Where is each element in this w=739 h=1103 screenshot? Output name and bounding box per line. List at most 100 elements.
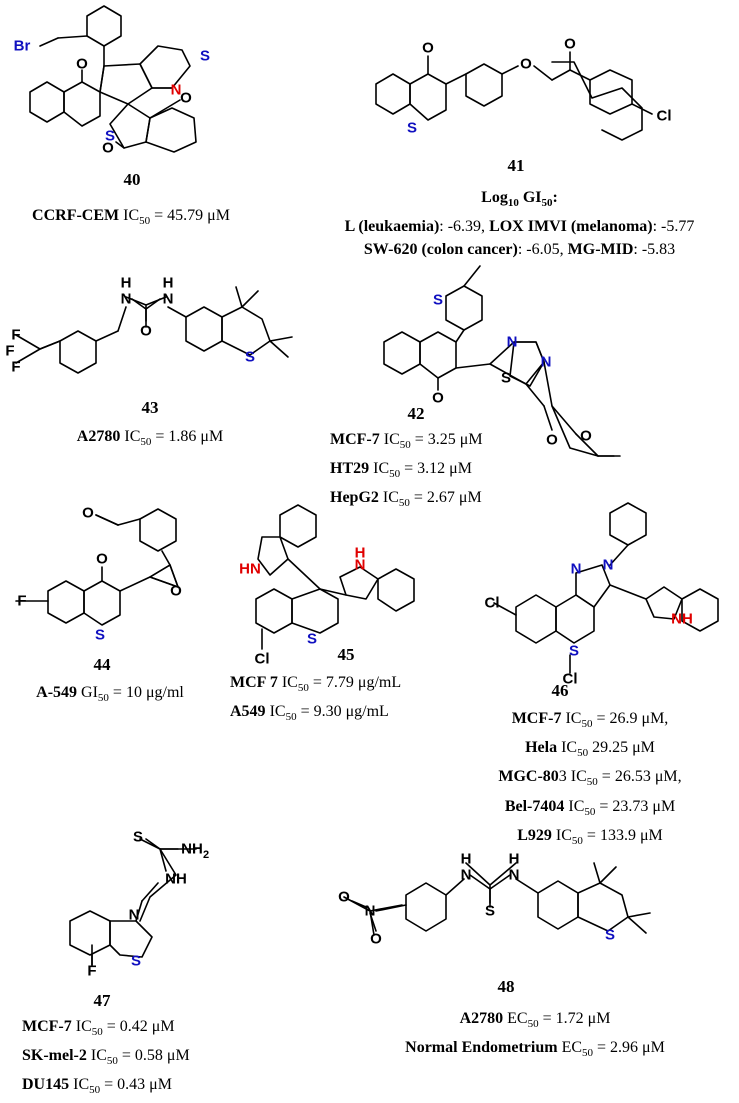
- compound-number-45: 45: [326, 645, 366, 665]
- atom-n2: N: [509, 867, 520, 884]
- atom-s2: S: [605, 927, 615, 944]
- atom-n2: N: [355, 557, 366, 574]
- atom-nh2-sub: 2: [203, 849, 209, 861]
- structure-43: F F F N H N H O S: [0, 265, 330, 450]
- atom-s1: S: [133, 829, 143, 846]
- compound-46: N N Cl Cl S NH 46 MCF-7 IC50 = 26.9 μM, …: [460, 495, 739, 825]
- atom-n2: N: [163, 291, 174, 308]
- atom-o3: O: [170, 583, 182, 600]
- atom-o1: O: [82, 505, 94, 522]
- atom-nh2: NH: [181, 841, 203, 858]
- activity-header: Log10 GI50:: [300, 186, 739, 215]
- activity-44: A-549 GI50 = 10 μg/ml: [0, 681, 220, 710]
- atom-h1: H: [121, 275, 132, 292]
- activity-line: MGC-803 IC50 = 26.53 μM,: [460, 765, 720, 794]
- atom-f1: F: [11, 327, 20, 344]
- atom-o3: O: [580, 428, 592, 445]
- compound-41: O O O S Cl 41 Log10 GI50: L (leukaemia):…: [300, 0, 739, 260]
- activity-line: A2780 EC50 = 1.72 μM: [360, 1007, 710, 1036]
- atom-s2: S: [131, 953, 141, 970]
- activity-line: SK-mel-2 IC50 = 0.58 μM: [22, 1044, 272, 1073]
- activity-43: A2780 IC50 = 1.86 μM: [40, 425, 260, 454]
- compound-number-40: 40: [112, 170, 152, 190]
- activity-line: MCF-7 IC50 = 0.42 μM: [22, 1015, 272, 1044]
- atom-n: N: [365, 903, 376, 920]
- atom-s1: S: [200, 48, 210, 65]
- activity-line: DU145 IC50 = 0.43 μM: [22, 1073, 272, 1102]
- compound-number-43: 43: [130, 398, 170, 418]
- activity-line: Normal Endometrium EC50 = 2.96 μM: [360, 1036, 710, 1065]
- structure-44: F O O O S: [0, 495, 230, 635]
- compound-number-46: 46: [540, 681, 580, 701]
- atom-nh: NH: [165, 871, 187, 888]
- compound-number-47: 47: [82, 991, 122, 1011]
- activity-40: CCRF-CEM IC50 = 45.79 μM: [16, 204, 246, 233]
- compound-40: Br S N S O O O 40 CCRF-CEM IC50 = 45.79 …: [0, 0, 300, 240]
- compound-42: S N N S O O O 42 MCF-7 IC50 = 3.25 μM HT…: [330, 260, 739, 495]
- activity-46: MCF-7 IC50 = 26.9 μM, Hela IC50 29.25 μM…: [460, 707, 720, 853]
- activity-line: MCF-7 IC50 = 3.25 μM: [330, 428, 520, 457]
- atom-f: F: [17, 593, 26, 610]
- compound-number-44: 44: [82, 655, 122, 675]
- atom-h1: H: [461, 851, 472, 868]
- activity-line: MCF-7 IC50 = 26.9 μM,: [460, 707, 720, 736]
- atom-s: S: [245, 349, 255, 366]
- compound-45: HN H N S Cl 45 MCF 7 IC50 = 7.79 μg/mL A…: [230, 495, 460, 765]
- activity-47: MCF-7 IC50 = 0.42 μM SK-mel-2 IC50 = 0.5…: [22, 1015, 272, 1103]
- atom-hn1: HN: [239, 561, 261, 578]
- compound-number-42: 42: [396, 404, 436, 424]
- activity-line: SW-620 (colon cancer): -6.05, MG-MID: -5…: [300, 238, 739, 261]
- atom-s2: S: [501, 370, 511, 387]
- atom-nh: NH: [671, 611, 693, 628]
- atom-n1: N: [571, 561, 582, 578]
- atom-s1: S: [433, 292, 443, 309]
- atom-cl: Cl: [255, 651, 270, 668]
- activity-45: MCF 7 IC50 = 7.79 μg/mL A549 IC50 = 9.30…: [230, 671, 440, 729]
- atom-s: S: [307, 631, 317, 648]
- compound-number-41: 41: [496, 156, 536, 176]
- structure-48: O N O H N H N S S: [330, 845, 739, 1005]
- structure-46: N N Cl Cl S NH: [460, 495, 739, 695]
- atom-o3: O: [564, 36, 576, 53]
- atom-o3: O: [102, 140, 114, 157]
- compound-44: F O O O S 44 A-549 GI50 = 10 μg/ml: [0, 495, 230, 635]
- activity-line: HT29 IC50 = 3.12 μM: [330, 457, 520, 486]
- compound-47: S NH 2 NH N S F 47 MCF-7 IC50 = 0.42 μM …: [0, 825, 300, 1091]
- compound-48: O N O H N H N S S 48 A2780 EC50 = 1.72 μ…: [330, 845, 739, 1075]
- activity-line: A-549 GI50 = 10 μg/ml: [0, 681, 220, 710]
- atom-o1: O: [422, 40, 434, 57]
- atom-h2: H: [509, 851, 520, 868]
- atom-o1: O: [338, 889, 350, 906]
- atom-br: Br: [14, 38, 31, 55]
- atom-f3: F: [11, 359, 20, 376]
- activity-line: A549 IC50 = 9.30 μg/mL: [230, 700, 440, 729]
- activity-line: Hela IC50 29.25 μM: [460, 736, 720, 765]
- atom-n1: N: [507, 334, 518, 351]
- atom-f: F: [87, 963, 96, 980]
- atom-n1: N: [121, 291, 132, 308]
- atom-n: N: [129, 907, 140, 924]
- structure-47: S NH 2 NH N S F: [0, 825, 300, 1025]
- activity-line: CCRF-CEM IC50 = 45.79 μM: [16, 204, 246, 233]
- activity-line: L (leukaemia): -6.39, LOX IMVI (melanoma…: [300, 215, 739, 238]
- atom-s: S: [569, 643, 579, 660]
- activity-48: A2780 EC50 = 1.72 μM Normal Endometrium …: [360, 1007, 710, 1065]
- atom-o2: O: [520, 56, 532, 73]
- atom-o2: O: [180, 90, 192, 107]
- atom-n1: N: [461, 867, 472, 884]
- atom-o: O: [140, 323, 152, 340]
- compound-43: F F F N H N H O S 43 A2780 IC50 = 1.86 μ…: [0, 265, 330, 450]
- atom-n2: N: [603, 557, 614, 574]
- atom-n2: N: [541, 354, 552, 371]
- atom-o2: O: [96, 551, 108, 568]
- atom-h2: H: [163, 275, 174, 292]
- atom-o2: O: [546, 432, 558, 449]
- activity-line: Bel-7404 IC50 = 23.73 μM: [460, 795, 720, 824]
- activity-line: A2780 IC50 = 1.86 μM: [40, 425, 260, 454]
- activity-41: Log10 GI50: L (leukaemia): -6.39, LOX IM…: [300, 186, 739, 261]
- atom-f2: F: [5, 343, 14, 360]
- atom-cl1: Cl: [485, 595, 500, 612]
- atom-s1: S: [485, 903, 495, 920]
- activity-line: MCF 7 IC50 = 7.79 μg/mL: [230, 671, 440, 700]
- atom-s: S: [95, 627, 105, 644]
